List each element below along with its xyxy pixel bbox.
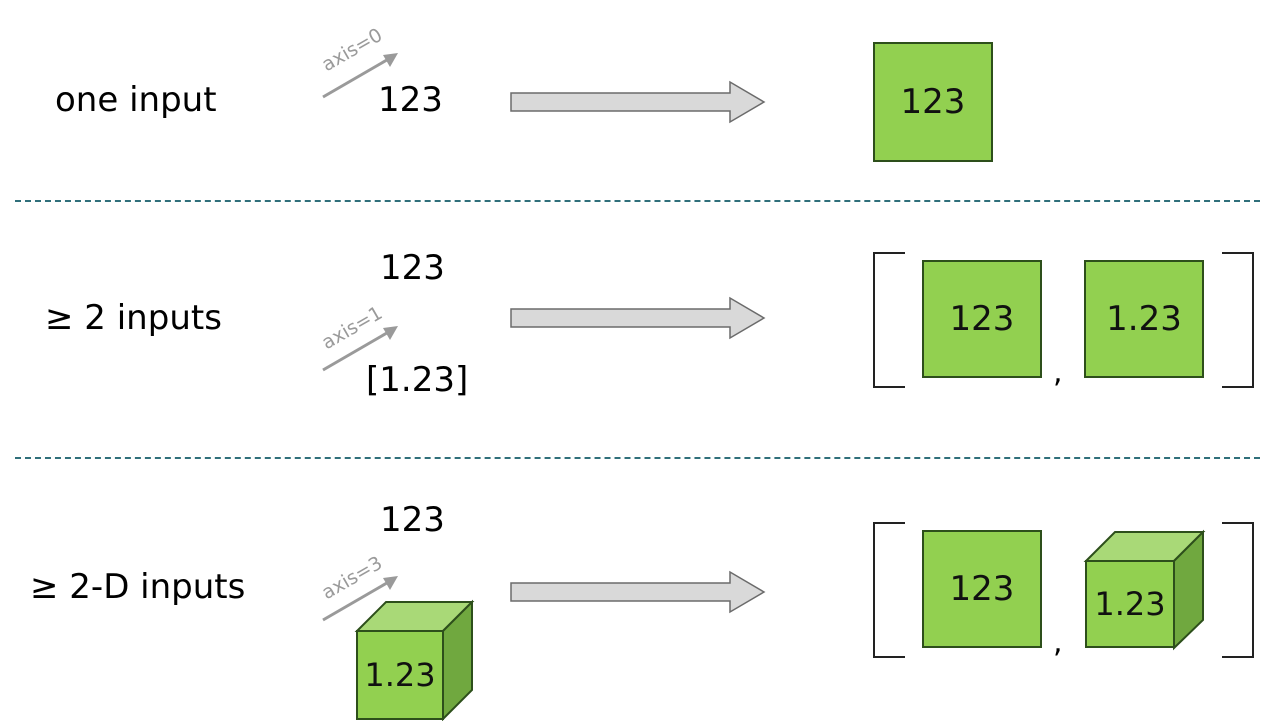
output-box: 123 xyxy=(922,530,1042,648)
separator: , xyxy=(1053,625,1063,660)
row-label: ≥ 2 inputs xyxy=(45,298,222,338)
input-value: 123 xyxy=(380,500,445,540)
row-divider xyxy=(15,200,1260,202)
transform-arrow-icon xyxy=(510,570,766,614)
input-value: 1.23 xyxy=(364,656,436,694)
input-value: 123 xyxy=(378,80,443,120)
output-value: 123 xyxy=(949,299,1015,339)
transform-arrow-icon xyxy=(510,296,766,340)
cube-top-face xyxy=(1083,529,1206,651)
input-value: 123 xyxy=(380,248,445,288)
output-box: 123 xyxy=(873,42,993,162)
input-value: [1.23] xyxy=(366,360,469,400)
transform-arrow-icon xyxy=(510,80,766,124)
close-bracket xyxy=(1222,522,1254,658)
row-label: one input xyxy=(55,80,217,120)
output-box: 123 xyxy=(922,260,1042,378)
axis-arrow-icon xyxy=(322,326,398,372)
cube-front-face: 1.23 xyxy=(356,630,444,720)
output-value: 1.23 xyxy=(1106,299,1182,339)
cube-front-face: 1.23 xyxy=(1085,560,1175,648)
open-bracket xyxy=(873,522,905,658)
output-value: 1.23 xyxy=(1094,585,1166,623)
close-bracket xyxy=(1222,252,1254,388)
axis-arrow-icon xyxy=(322,576,398,622)
cube-top-face xyxy=(354,599,475,721)
axis-arrow-icon xyxy=(322,53,398,99)
output-value: 123 xyxy=(900,82,966,122)
output-box: 1.23 xyxy=(1084,260,1204,378)
open-bracket xyxy=(873,252,905,388)
row-divider xyxy=(15,457,1260,459)
separator: , xyxy=(1053,355,1063,390)
row-label: ≥ 2-D inputs xyxy=(30,567,246,607)
output-value: 123 xyxy=(949,569,1015,609)
